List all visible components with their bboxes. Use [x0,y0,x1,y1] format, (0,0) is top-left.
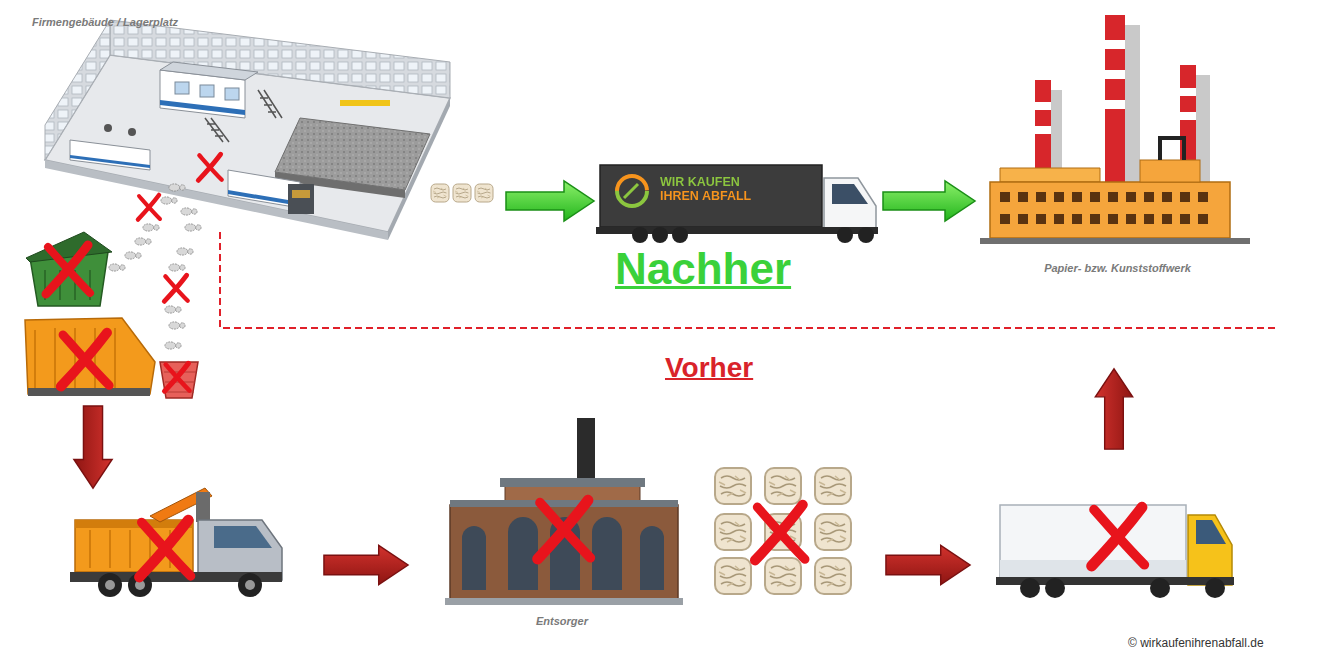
disposer-node: Entsorger [440,415,684,637]
logo-text: WIR KAUFEN IHREN ABFALL [660,175,760,203]
factory-node: Papier- bzw. Kunststoffwerk [978,12,1257,284]
node-caption: Entsorger [440,615,684,627]
node-caption: Papier- bzw. Kunststoffwerk [978,262,1257,274]
copyright-note: © wirkaufenihrenabfall.de [1128,636,1264,650]
section-heading: Nachher [615,244,791,294]
flow-arrow [883,181,975,221]
flow-arrow [506,181,594,221]
building-node: Firmengebäude / Lagerplatz [28,10,503,235]
truck-node: WIR KAUFEN IHREN ABFALL [597,160,880,242]
section-heading: Vorher [665,352,753,384]
node-caption: Firmengebäude / Lagerplatz [32,16,178,28]
